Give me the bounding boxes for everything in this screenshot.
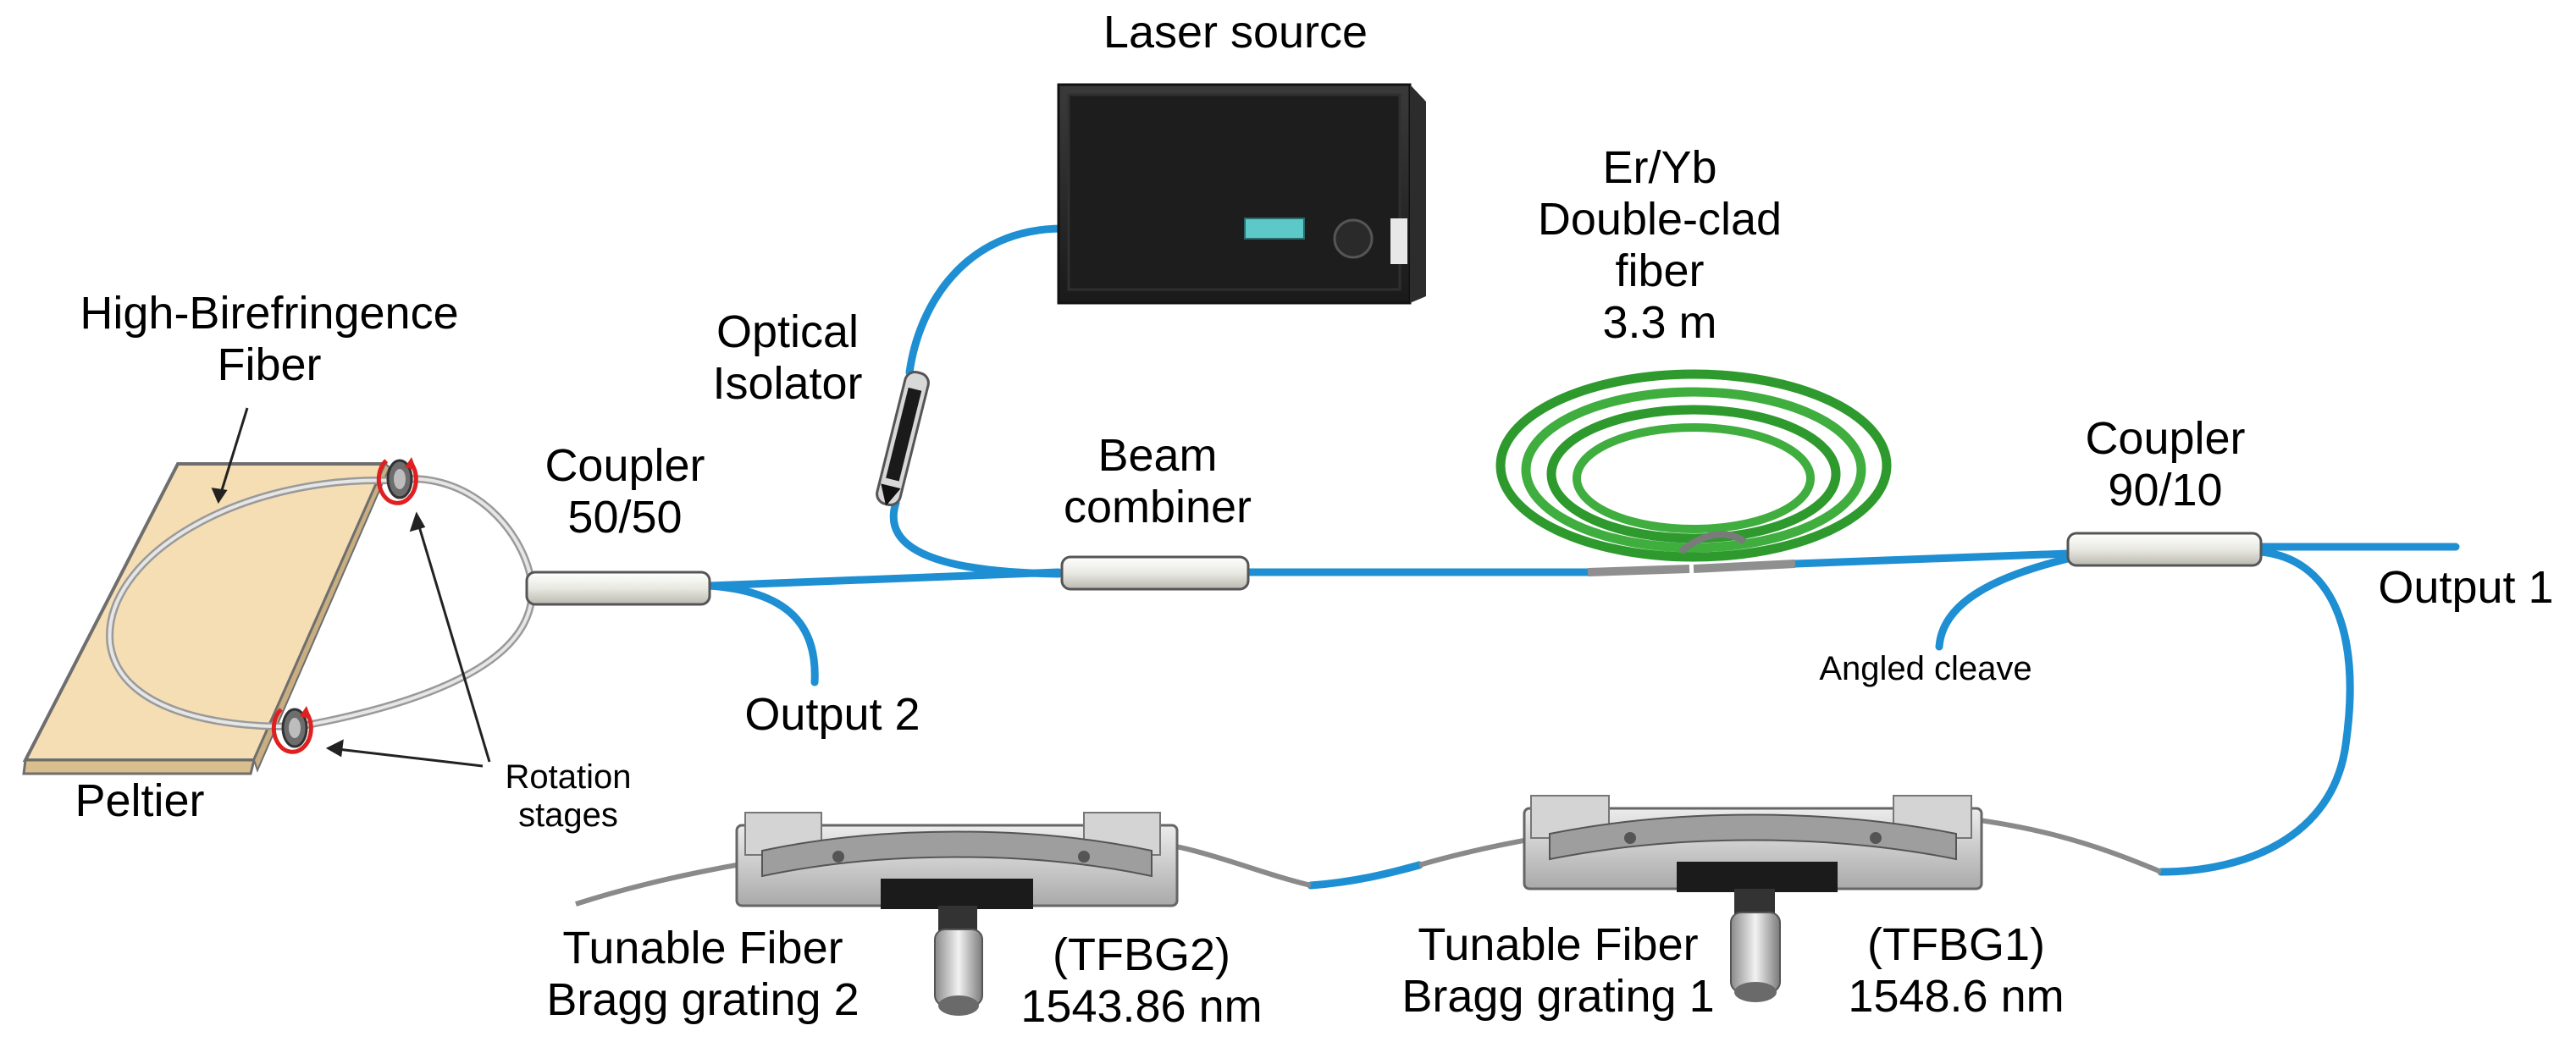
beam-combiner-label: Beam combiner [1035, 430, 1280, 533]
tfbg1-name-line2: Bragg grating 1 [1401, 971, 1715, 1023]
tfbg2-spec-label: (TFBG2) 1543.86 nm [989, 929, 1294, 1033]
peltier-plate [22, 462, 391, 775]
annotation-pointers [211, 407, 491, 768]
rotation-stages-label: Rotation stages [471, 758, 666, 835]
tfbg2-name-line1: Tunable Fiber [562, 923, 843, 973]
optical-isolator-label: Optical Isolator [703, 306, 872, 410]
tfbg1-spec-line2: 1548.6 nm [1848, 971, 2065, 1023]
coupler-5050-label: Coupler 50/50 [515, 440, 735, 543]
fiber-network [705, 224, 2460, 890]
optical-isolator-label-line2: Isolator [712, 358, 863, 410]
tfbg2-spec-line1: (TFBG2) [1053, 929, 1230, 980]
er-yb-fiber-label-line2: Double-clad [1537, 194, 1783, 245]
coupler-9010-label-line1: Coupler [2085, 413, 2246, 464]
tfbg1-spec-label: (TFBG1) 1548.6 nm [1821, 919, 2092, 1023]
hibi-fiber-label: High-Birefringence Fiber [49, 288, 489, 391]
tfbg2-mount [735, 812, 1179, 1016]
laser-source-label: Laser source [1103, 7, 1368, 58]
er-yb-fiber-coil [1495, 369, 1892, 576]
hibi-fiber-label-line2: Fiber [217, 339, 322, 391]
tfbg1-mount [1523, 795, 1983, 1002]
er-yb-fiber-label: Er/Yb Double-clad fiber 3.3 m [1490, 142, 1829, 349]
coupler-9010-body [2066, 532, 2263, 567]
beam-combiner-label-line1: Beam [1097, 430, 1218, 481]
coupler-5050-label-line2: 50/50 [567, 492, 683, 543]
laser-knob [1333, 218, 1374, 259]
optical-isolator-label-line1: Optical [716, 306, 860, 357]
rotation-stages-label-line1: Rotation [505, 758, 632, 796]
angled-cleave-label: Angled cleave [1819, 650, 2032, 687]
rotation-stage-bottom [271, 706, 313, 754]
peltier-label: Peltier [75, 775, 205, 826]
tfbg1-name-label: Tunable Fiber Bragg grating 1 [1372, 919, 1744, 1023]
er-yb-fiber-label-line3: fiber [1615, 245, 1705, 297]
laser-source-box [1057, 83, 1426, 305]
hibi-fiber-label-line1: High-Birefringence [80, 288, 459, 339]
laser-display [1244, 218, 1305, 240]
tfbg1-spec-line1: (TFBG1) [1867, 919, 2045, 970]
coupler-5050-label-line1: Coupler [544, 440, 705, 491]
tfbg2-name-label: Tunable Fiber Bragg grating 2 [508, 923, 898, 1026]
beam-combiner-body [1060, 555, 1250, 591]
tfbg1-name-line1: Tunable Fiber [1418, 919, 1699, 970]
er-yb-fiber-label-line1: Er/Yb [1602, 142, 1717, 193]
tfbg2-spec-line2: 1543.86 nm [1020, 981, 1263, 1033]
coupler-5050-body [525, 571, 711, 606]
er-yb-fiber-label-line4: 3.3 m [1602, 297, 1717, 349]
optical-isolator [876, 371, 930, 506]
output-1-label: Output 1 [2378, 562, 2554, 613]
beam-combiner-label-line2: combiner [1063, 482, 1252, 533]
rotation-stage-top [376, 457, 418, 505]
coupler-9010-label: Coupler 90/10 [2043, 413, 2288, 516]
coupler-9010-label-line2: 90/10 [2108, 465, 2223, 516]
tfbg2-name-line2: Bragg grating 2 [546, 974, 860, 1026]
output-2-label: Output 2 [744, 689, 920, 740]
rotation-stages-label-line2: stages [518, 797, 618, 835]
